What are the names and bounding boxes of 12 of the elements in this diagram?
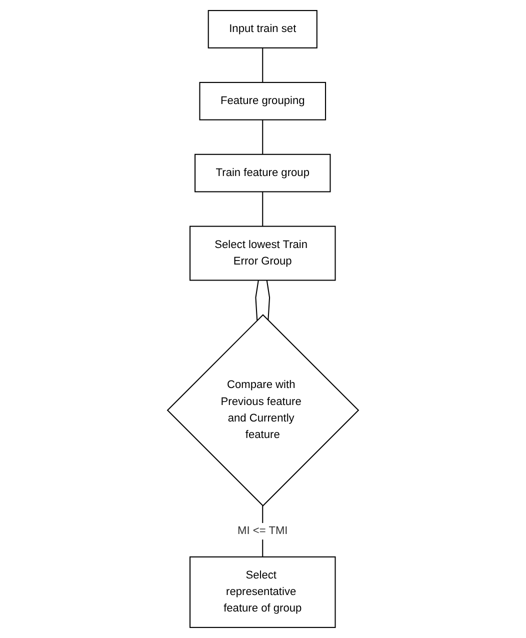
edge-label: MI <= TMI	[238, 525, 288, 537]
node-box: Feature grouping	[199, 82, 326, 120]
node-box: Input train set	[208, 10, 318, 48]
connector	[262, 120, 264, 154]
node-box: Train feature group	[194, 154, 331, 192]
connector	[262, 48, 264, 82]
node-box: Select representative feature of group	[190, 556, 336, 628]
node-diamond: Compare with Previous feature and Currently feature	[166, 314, 360, 506]
connector	[262, 192, 264, 226]
connector	[266, 280, 270, 320]
node-box: Select lowest Train Error Group	[190, 226, 336, 281]
connector	[255, 280, 259, 320]
